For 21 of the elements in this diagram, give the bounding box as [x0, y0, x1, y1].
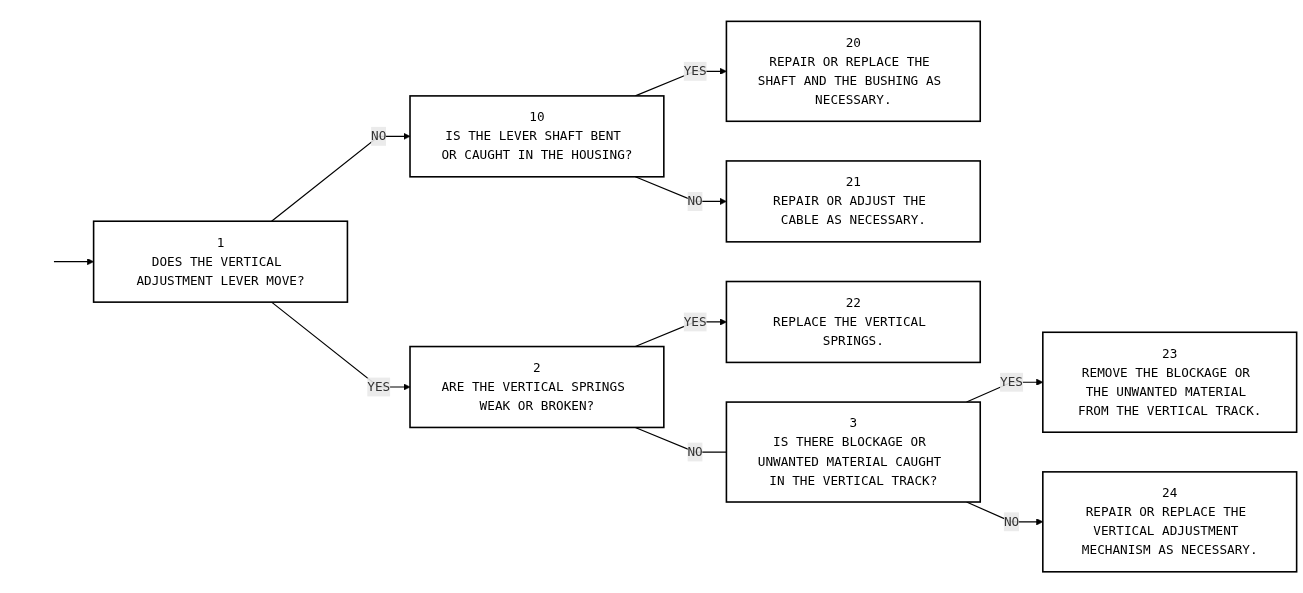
edge-label: YES: [1000, 374, 1023, 390]
node-box: 22 REPLACE THE VERTICAL SPRINGS.: [725, 280, 982, 364]
edge-label: YES: [683, 63, 707, 79]
node-box: 20 REPAIR OR REPLACE THE SHAFT AND THE BUSHING AS NECESSARY.: [725, 20, 982, 122]
edge-label: NO: [687, 193, 703, 209]
arrow: [271, 301, 411, 391]
edge-label: NO: [371, 128, 387, 144]
arrow: [271, 132, 411, 222]
arrow: [53, 258, 94, 266]
node-box: 21 REPAIR OR ADJUST THE CABLE AS NECESSARY.: [725, 160, 982, 243]
edge-label: YES: [367, 378, 391, 395]
node-box: 23 REMOVE THE BLOCKAGE OR THE UNWANTED MATERIAL FROM THE VERTICAL TRACK.: [1042, 331, 1298, 433]
node-box: 2 ARE THE VERTICAL SPRINGS WEAK OR BROKEN?: [409, 345, 665, 429]
node-box: 24 REPAIR OR REPLACE THE VERTICAL ADJUSTMENT MECHANISM AS NECESSARY.: [1042, 471, 1298, 573]
node-box: 1 DOES THE VERTICAL ADJUSTMENT LEVER MOVE?: [92, 220, 349, 303]
connector: [634, 426, 727, 453]
node-box: 3 IS THERE BLOCKAGE OR UNWANTED MATERIAL CAUGHT IN THE VERTICAL TRACK?: [725, 401, 982, 503]
edge-label: NO: [1003, 513, 1020, 529]
edge-label: NO: [687, 444, 703, 460]
node-box: 10 IS THE LEVER SHAFT BENT OR CAUGHT IN THE HOUSING?: [409, 95, 665, 178]
edge-label: YES: [683, 313, 707, 330]
